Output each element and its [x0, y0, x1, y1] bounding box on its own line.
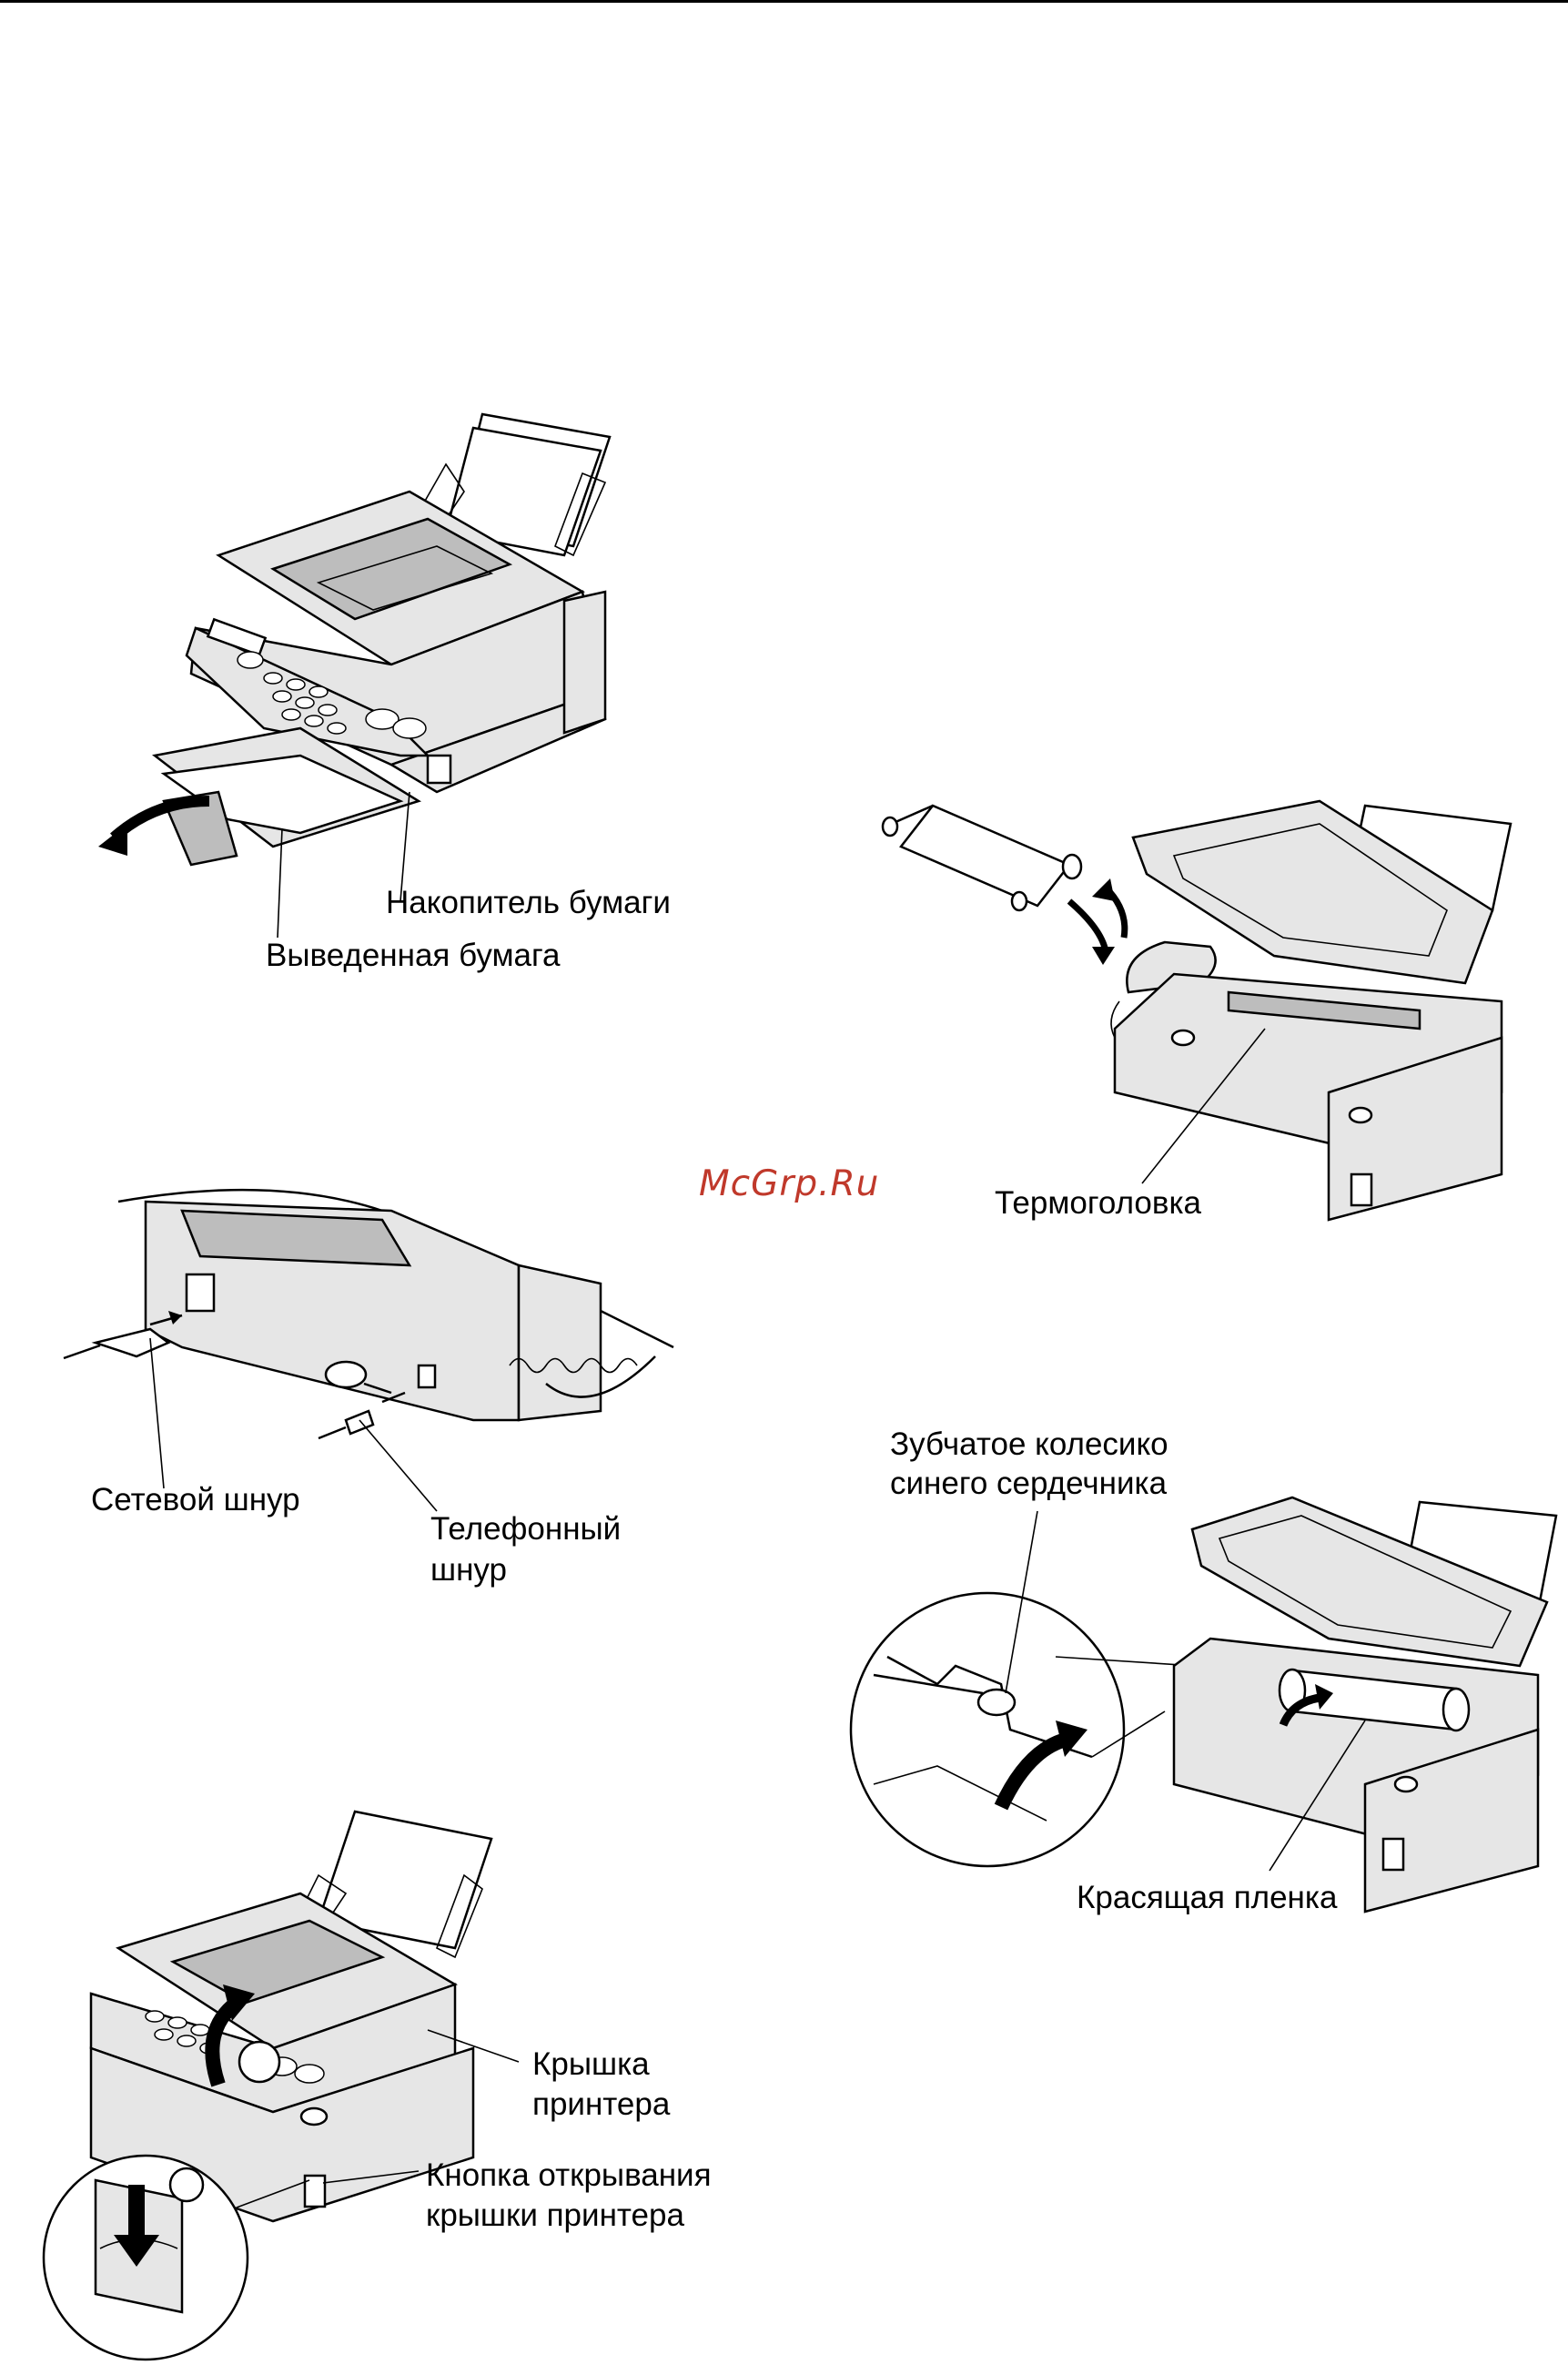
thermal-head-label: Термоголовка [995, 1185, 1201, 1222]
ink-film-illustration [851, 1497, 1556, 1912]
gear-label-line2: синего сердечника [890, 1466, 1167, 1502]
output-paper-label: Выведенная бумага [266, 938, 560, 974]
fax-paper-output-illustration [98, 414, 610, 938]
gear-label-line1: Зубчатое колесико [890, 1426, 1168, 1463]
rear-cords-illustration [64, 1190, 673, 1511]
watermark: McGrp.Ru [699, 1163, 879, 1204]
power-cord-label: Сетевой шнур [91, 1482, 300, 1518]
paper-tray-label: Накопитель бумаги [386, 885, 671, 921]
printer-cover-label-line2: принтера [532, 2086, 670, 2123]
printer-cover-illustration [44, 1812, 519, 2360]
phone-cord-label-line2: шнур [430, 1552, 507, 1589]
cover-button-label-line1: Кнопка открывания [426, 2157, 712, 2194]
ink-film-label: Красящая пленка [1077, 1880, 1337, 1916]
phone-cord-label-line1: Телефонный [430, 1511, 621, 1548]
thermal-head-illustration [883, 801, 1511, 1220]
printer-cover-label-line1: Крышка [532, 2046, 650, 2083]
cover-button-label-line2: крышки принтера [426, 2198, 684, 2234]
